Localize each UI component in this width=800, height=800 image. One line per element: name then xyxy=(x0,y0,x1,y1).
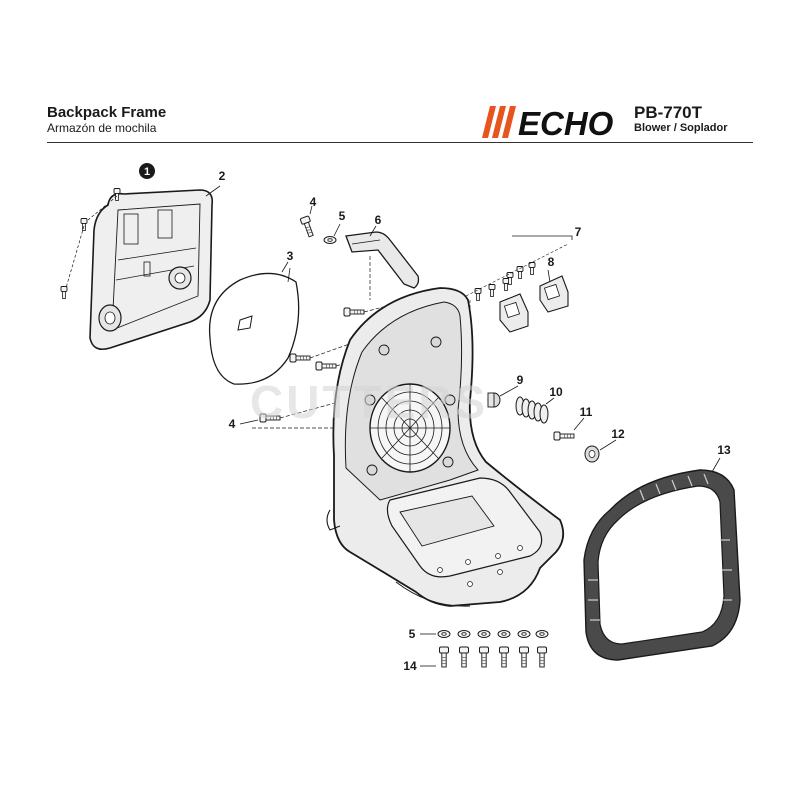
header-rule xyxy=(47,142,753,143)
callout-9: 9 xyxy=(517,373,524,387)
callout-8: 8 xyxy=(548,255,555,269)
screw-1c xyxy=(60,286,68,299)
echo-logo: ECHO xyxy=(482,105,614,140)
callout-4-upper: 4 xyxy=(310,195,317,209)
page-title: Backpack Frame xyxy=(47,104,167,121)
frame-ring-part-13 xyxy=(583,469,741,661)
callout-2: 2 xyxy=(219,169,226,183)
nut-part-12 xyxy=(584,445,600,463)
bolt-4a xyxy=(343,307,365,317)
clips-part-8 xyxy=(499,275,569,333)
bolt-4b xyxy=(289,353,311,363)
callout-7: 7 xyxy=(575,225,582,239)
screw-1b xyxy=(80,218,88,231)
screws-part-1 xyxy=(60,188,121,299)
svg-text:1: 1 xyxy=(144,166,150,178)
callout-14: 14 xyxy=(403,659,417,673)
callout-5-lower: 5 xyxy=(409,627,416,641)
watermark: CUTTERS xyxy=(250,376,488,428)
callout-4-lower: 4 xyxy=(229,417,236,431)
callout-5-upper: 5 xyxy=(339,209,346,223)
model-name: PB-770T xyxy=(634,103,703,122)
logo-wordmark: ECHO xyxy=(518,105,614,140)
callout-12: 12 xyxy=(611,427,625,441)
gasket-part-3 xyxy=(208,267,300,385)
grommet-part-9 xyxy=(487,392,501,408)
page-subtitle: Armazón de mochila xyxy=(47,121,157,135)
callout-1: 1 xyxy=(139,163,155,179)
bolt-part-4-upper xyxy=(299,215,316,239)
title-block: Backpack Frame Armazón de mochila xyxy=(47,104,166,136)
spring-part-10 xyxy=(515,396,549,424)
callout-6: 6 xyxy=(375,213,382,227)
model-block: PB-770T Blower / Soplador xyxy=(634,103,728,135)
leader-lines xyxy=(205,185,721,667)
callout-3: 3 xyxy=(287,249,294,263)
bolt-4c xyxy=(315,361,337,371)
logo-speed-stripes xyxy=(482,106,516,138)
callout-10: 10 xyxy=(549,385,563,399)
bolt-part-11 xyxy=(553,431,575,441)
back-cover-part-2 xyxy=(89,189,214,351)
handle-bracket-part-6 xyxy=(345,231,420,300)
washer-part-5-upper xyxy=(323,236,337,244)
model-subtitle: Blower / Soplador xyxy=(634,122,728,134)
backpack-frame-main xyxy=(326,287,565,607)
bolts-part-14 xyxy=(439,646,547,668)
washers-part-5-lower xyxy=(437,630,549,638)
callout-11: 11 xyxy=(580,405,593,419)
callout-13: 13 xyxy=(717,443,731,457)
